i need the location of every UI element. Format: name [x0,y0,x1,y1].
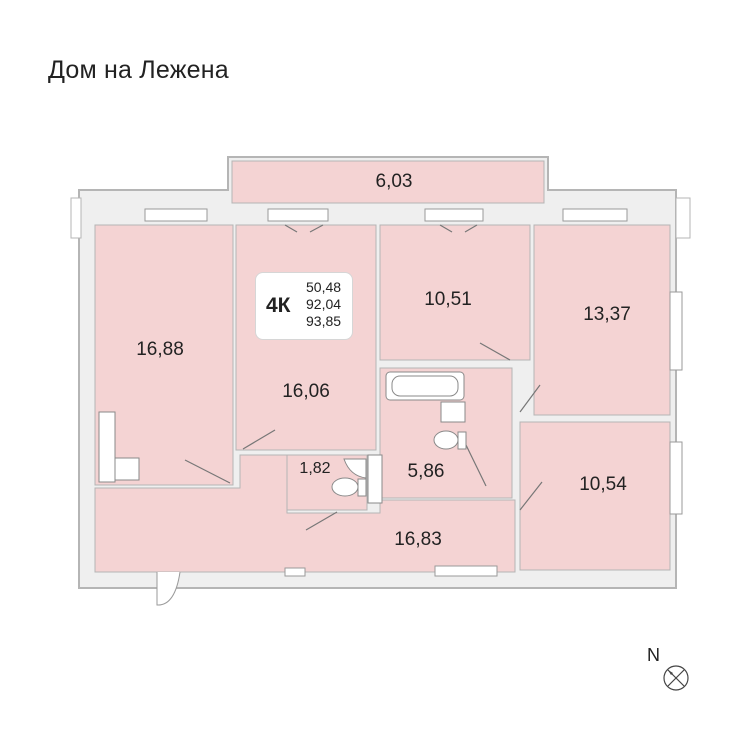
room-left [94,224,234,486]
window [284,567,306,577]
window [267,208,329,222]
compass-north-label: N [647,645,660,665]
window [434,565,498,577]
room-label-center: 16,06 [282,381,330,402]
window [669,291,683,371]
room-label-right-bottom: 10,54 [579,474,627,495]
door-swing [242,429,276,450]
entrance-door [156,571,181,606]
room-balcony [231,160,545,204]
total-area: 92,04 [306,296,342,312]
room-label-center-right: 10,51 [424,289,472,310]
door-swing [479,342,511,361]
window [144,208,208,222]
window [669,441,683,515]
toilet [433,430,459,450]
room-label-hallway: 16,83 [394,529,442,550]
sink [440,401,466,423]
toilet-tank [357,478,367,497]
door-swing [439,224,453,233]
room-right-bottom [519,421,671,571]
room-hallway [94,454,516,573]
window [424,208,484,222]
door-swing [519,384,541,413]
door-swing [184,459,231,484]
room-label-right-top: 13,37 [583,304,631,325]
toilet-tank [457,431,467,450]
compass-icon [663,665,689,691]
window [562,208,628,222]
bathtub-inner [391,375,459,397]
door-swing [519,481,543,511]
toilet [331,477,359,497]
shaft [367,454,383,504]
door-swing [465,444,487,487]
living-area: 50,48 [306,279,342,295]
total-area-with-balcony: 93,85 [306,313,342,329]
door-swing [309,224,324,233]
area-values: 50,48 92,04 93,85 [306,279,341,330]
wall-column [70,197,82,239]
rooms-count-label: 4К [266,294,291,317]
room-right-top [533,224,671,416]
page-title: Дом на Лежена [48,56,229,84]
room-center-right [379,224,531,361]
wall-column [675,197,691,239]
room-label-wc: 1,82 [299,460,331,477]
corner-sink [343,458,367,479]
door-swing [305,511,338,531]
apartment-info-badge: 4К 50,48 92,04 93,85 [255,272,353,340]
door-swing [284,224,298,233]
kitchen-counter [98,411,116,483]
kitchen-sink [114,457,140,481]
room-label-left: 16,88 [136,339,184,360]
room-label-bathroom: 5,86 [407,461,445,482]
room-label-balcony: 6,03 [375,171,413,192]
door-swing [464,224,478,233]
